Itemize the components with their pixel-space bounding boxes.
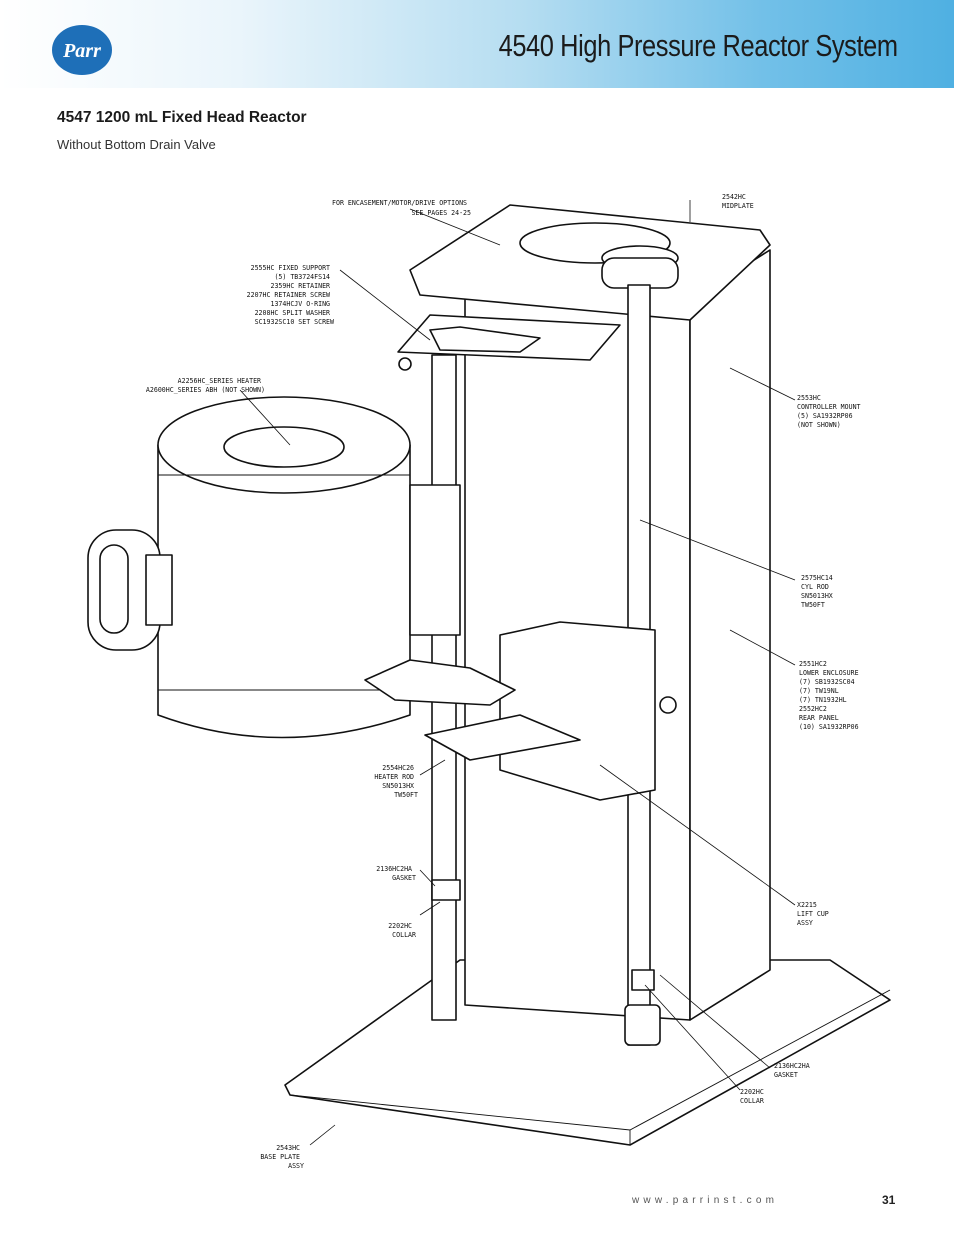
section-subtitle: Without Bottom Drain Valve <box>57 137 216 152</box>
callout-midplate: 2542HC MIDPLATE <box>722 193 754 210</box>
svg-text:Parr: Parr <box>62 40 101 62</box>
callout-options: FOR ENCASEMENT/MOTOR/DRIVE OPTIONS SEE P… <box>332 199 471 217</box>
callout-gasket-left: 2136HC2HA GASKET <box>376 865 416 882</box>
section-title: 4547 1200 mL Fixed Head Reactor <box>57 109 307 126</box>
fixed-support-drawing <box>397 314 621 371</box>
callout-heater: A2256HC_SERIES HEATER A2600HC_SERIES ABH… <box>146 377 265 394</box>
callout-gasket-right: 2136HC2HA GASKET <box>774 1062 814 1079</box>
footer-url: www.parrinst.com <box>632 1195 779 1206</box>
callout-collar-left: 2202HC COLLAR <box>388 922 416 939</box>
callout-cyl-rod: 2575HC14 CYL ROD SN5013HX TW50FT <box>801 574 837 609</box>
callout-collar-right: 2202HC COLLAR <box>740 1088 768 1105</box>
callout-fixed-support: 2555HC FIXED SUPPORT (5) TB3724FS14 2359… <box>247 264 334 326</box>
parr-logo-icon: Parr <box>52 25 112 75</box>
heater-drawing <box>87 396 461 739</box>
page-number: 31 <box>882 1193 896 1207</box>
page-title: 4540 High Pressure Reactor System <box>498 28 898 63</box>
callout-heater-rod: 2554HC26 HEATER ROD SN5013HX TW50FT <box>374 764 418 799</box>
callout-base-plate: 2543HC BASE PLATE ASSY <box>260 1144 304 1170</box>
leader-lines <box>239 200 796 1146</box>
callout-lift-cup: X2215 LIFT CUP ASSY <box>797 901 833 927</box>
reactor-assembly-diagram: FOR ENCASEMENT/MOTOR/DRIVE OPTIONS SEE P… <box>87 193 891 1170</box>
callout-lower-enclosure: 2551HC2 LOWER ENCLOSURE (7) SB1932SC04 (… <box>799 660 863 731</box>
lift-cup-drawing <box>364 621 677 801</box>
callout-controller-mount: 2553HC CONTROLLER MOUNT (5) SA1932RP06 (… <box>797 394 865 429</box>
page-header: Parr 4540 High Pressure Reactor System <box>0 0 954 88</box>
